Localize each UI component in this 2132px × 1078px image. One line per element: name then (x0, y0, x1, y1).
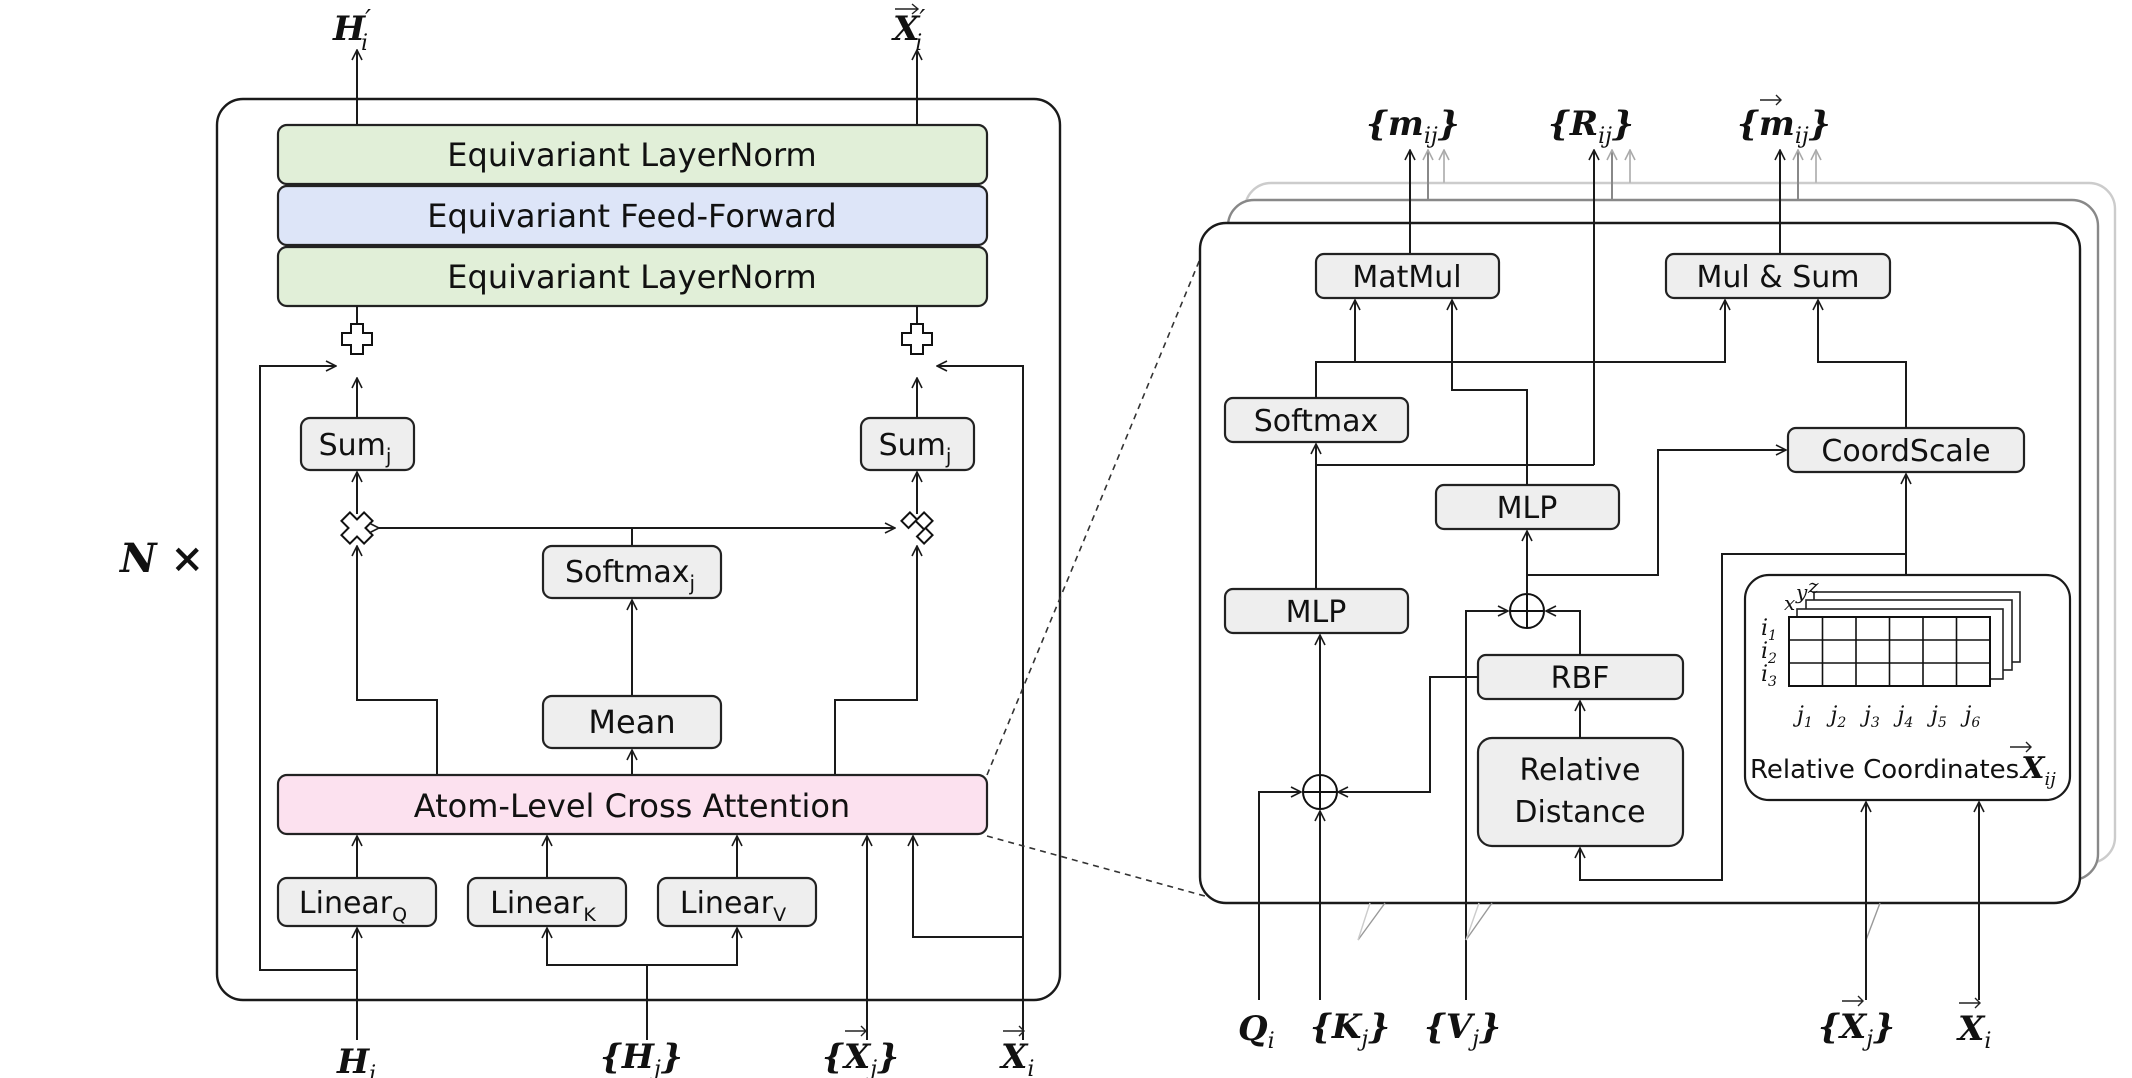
oplus-bottom-icon (1302, 774, 1338, 810)
add-left-icon (341, 323, 373, 355)
input-q: Qi (1238, 1009, 1275, 1054)
output-m-vec: {mij} (1737, 104, 1831, 149)
svg-text:LinearV: LinearV (680, 886, 786, 926)
input-x-j-right: {Xj} (1818, 1007, 1895, 1052)
left-block: N × H′i X′i Equivariant LayerNorm Equiva… (118, 3, 1062, 1078)
grid-row-label: i3 (1761, 662, 1777, 690)
linear-v (656, 876, 818, 928)
grid-axis-z: z (1807, 574, 1819, 598)
svg-text:Softmax: Softmax (1254, 404, 1379, 439)
coordinate-grid (1788, 591, 2021, 687)
svg-text:MLP: MLP (1497, 491, 1558, 526)
sum-left (299, 416, 416, 472)
output-r: {Rij} (1548, 104, 1634, 149)
grid-row-label: i1 (1761, 616, 1777, 644)
grid-axis-x: x (1784, 591, 1795, 615)
svg-text:Relative: Relative (1520, 753, 1641, 788)
svg-text:Equivariant LayerNorm: Equivariant LayerNorm (447, 258, 816, 296)
softmax-j (541, 544, 723, 600)
svg-text:Sumj: Sumj (319, 428, 392, 468)
svg-text:Mean: Mean (588, 703, 675, 741)
matmul-box (1314, 252, 1501, 300)
input-v: {Vj} (1424, 1007, 1501, 1052)
input-k: {Kj} (1310, 1007, 1390, 1052)
grid-row-label: i2 (1761, 639, 1777, 667)
feed-forward (276, 184, 989, 247)
svg-text:Equivariant LayerNorm: Equivariant LayerNorm (447, 136, 816, 174)
multiply-right-icon (900, 511, 934, 545)
relative-coordinates-caption: Relative CoordinatesXij (1750, 751, 2056, 790)
sum-right (859, 416, 976, 472)
multiply-left-icon (340, 511, 374, 545)
zoom-line-bottom (986, 835, 1213, 899)
linear-k (466, 876, 628, 928)
svg-text:Mul & Sum: Mul & Sum (1697, 260, 1860, 295)
mul-sum-box (1664, 252, 1892, 300)
output-x-prime: X′i (891, 5, 925, 56)
svg-text:MatMul: MatMul (1352, 260, 1461, 295)
input-h-i: Hi (336, 1042, 376, 1078)
svg-text:Sumj: Sumj (879, 428, 952, 468)
svg-text:Distance: Distance (1514, 795, 1645, 830)
input-x-i: Xi (999, 1037, 1034, 1078)
oplus-top-icon (1509, 593, 1545, 629)
svg-text:RBF: RBF (1551, 661, 1610, 696)
add-right-icon (901, 323, 933, 355)
svg-text:CoordScale: CoordScale (1821, 434, 1990, 469)
attention-detail: {mij} {Rij} {mij} MatMul Mul & Sum Softm… (1198, 94, 2117, 1054)
layernorm-top (276, 123, 989, 186)
output-h-prime: H′i (332, 5, 371, 56)
atom-level-cross-attention (276, 773, 989, 836)
linear-q (276, 876, 438, 928)
repeat-label: N × (118, 535, 204, 582)
output-m: {mij} (1366, 104, 1460, 149)
layernorm-bottom (276, 245, 989, 308)
svg-text:Equivariant Feed-Forward: Equivariant Feed-Forward (427, 197, 836, 235)
input-x-i-right: Xi (1956, 1009, 1991, 1054)
grid-axis-y: y (1795, 580, 1808, 604)
input-h-j: {Hj} (600, 1037, 683, 1078)
svg-text:Softmaxj: Softmaxj (565, 555, 695, 595)
svg-text:LinearQ: LinearQ (299, 886, 407, 926)
svg-text:Atom-Level Cross Attention: Atom-Level Cross Attention (414, 787, 850, 825)
svg-text:MLP: MLP (1286, 595, 1347, 630)
svg-text:LinearK: LinearK (490, 886, 596, 926)
input-x-j: {Xj} (822, 1037, 899, 1078)
mean-box (541, 694, 723, 750)
